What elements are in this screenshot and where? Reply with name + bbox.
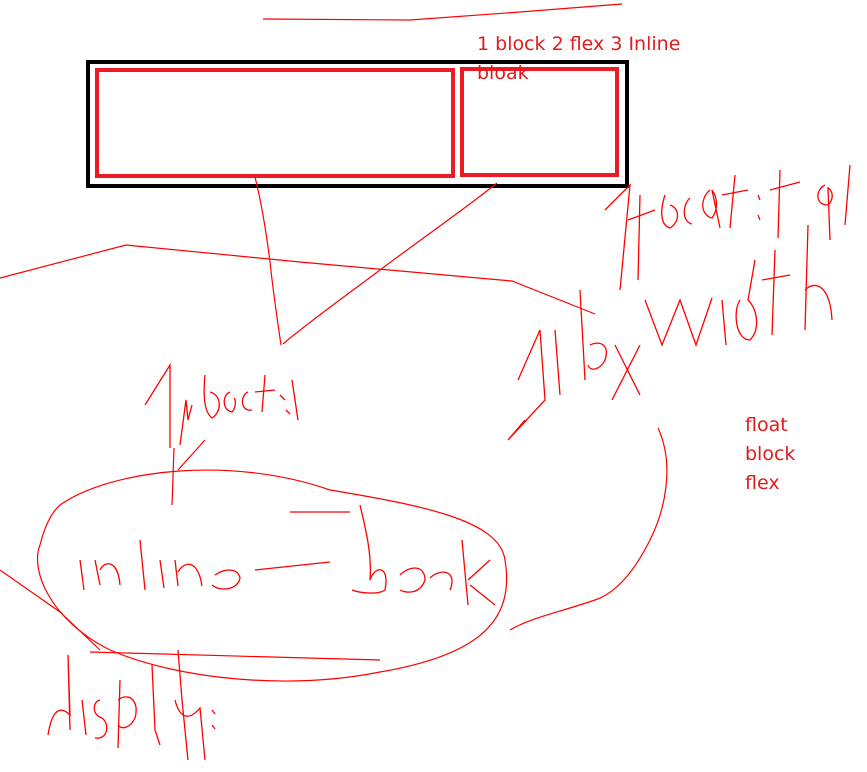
top-text-annotation: 1 block 2 flex 3 Inline bloak xyxy=(477,30,680,88)
side-note-line-3: flex xyxy=(745,472,780,494)
handwriting-flex xyxy=(507,289,641,441)
side-note-line-2: block xyxy=(745,443,796,465)
stray-long-stroke xyxy=(0,244,596,315)
right-child-box xyxy=(460,67,619,177)
connector-right-box xyxy=(282,182,498,345)
connector-right-arc xyxy=(509,427,668,631)
handwriting-float-right xyxy=(604,164,851,291)
top-note-line-1: 1 block 2 flex 3 Inline xyxy=(477,33,681,55)
handwriting-display xyxy=(47,649,216,761)
left-child-box xyxy=(95,68,455,178)
handwriting-block xyxy=(144,362,299,448)
side-note-line-1: float xyxy=(745,414,788,436)
outer-container-box xyxy=(86,60,629,188)
connector-block-to-ellipse xyxy=(171,439,206,506)
connector-left-box xyxy=(254,176,282,346)
ellipse-inline-block xyxy=(36,469,508,682)
top-note-line-2: bloak xyxy=(477,62,529,84)
side-text-annotation: float block flex xyxy=(745,411,795,498)
stray-lower-left-stroke xyxy=(0,569,381,661)
handwriting-inline-block xyxy=(79,504,496,606)
stray-top-stroke xyxy=(262,3,623,21)
handwriting-width xyxy=(644,224,833,347)
